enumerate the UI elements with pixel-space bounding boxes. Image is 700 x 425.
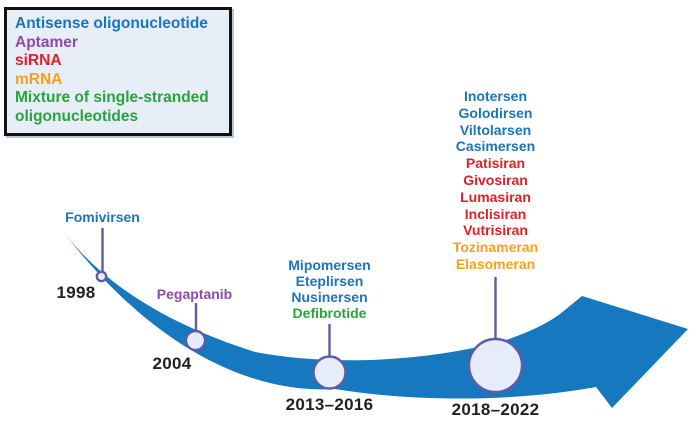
drug-label-inotersen: Inotersen [463,88,527,104]
timeline-arrow [62,230,688,408]
drug-label-vutrisiran: Vutrisiran [463,222,528,239]
milestone-node-2018-2022 [467,337,524,394]
legend-item-antisense-oligonucleotide: Antisense oligonucleotide [15,15,208,32]
drug-label-inclisiran: Inclisiran [464,205,527,222]
drug-label-mipomersen: Mipomersen [288,257,371,273]
drug-list-2013-2016: Mipomersen Eteplirsen Nusinersen Defibro… [269,257,390,321]
drug-list-2004: Pegaptanib [134,286,255,302]
drug-label-fomivirsen: Fomivirsen [65,209,140,225]
legend-box: Antisense oligonucleotide Aptamer siRNA … [4,7,232,136]
drug-label-givosiran: Givosiran [463,171,528,188]
drug-label-lumasiran: Lumasiran [460,188,531,205]
year-label-2004: 2004 [152,354,192,373]
drug-label-pegaptanib: Pegaptanib [156,286,233,302]
drug-list-2018-2022: Inotersen Golodirsen Viltolarsen Casimer… [435,88,556,273]
legend-item-mrna: mRNA [15,70,63,88]
drug-label-patisiran: Patisiran [465,155,526,172]
drug-label-defibrotide: Defibrotide [292,305,367,321]
year-label-2013-2016: 2013–2016 [285,395,374,414]
drug-label-nusinersen: Nusinersen [291,289,368,305]
legend-item-sirna: siRNA [15,52,62,69]
milestone-node-1998 [95,270,108,283]
legend-item-mixture-single-stranded: Mixture of single-stranded oligonucleoti… [15,89,209,125]
year-label-1998: 1998 [56,283,96,302]
milestone-node-2013-2016 [312,355,347,390]
drug-label-casimersen: Casimersen [455,138,536,155]
drug-label-golodirsen: Golodirsen [458,104,533,121]
drug-label-viltolarsen: Viltolarsen [459,121,532,138]
drug-label-eteplirsen: Eteplirsen [295,273,364,289]
drug-label-tozinameran: Tozinameran [452,239,539,256]
drug-label-elasomeran: Elasomeran [455,255,536,272]
legend-item-aptamer: Aptamer [15,33,78,51]
year-label-2018-2022: 2018–2022 [451,400,540,419]
milestone-node-2004 [184,329,207,352]
drug-list-1998: Fomivirsen [42,209,163,225]
